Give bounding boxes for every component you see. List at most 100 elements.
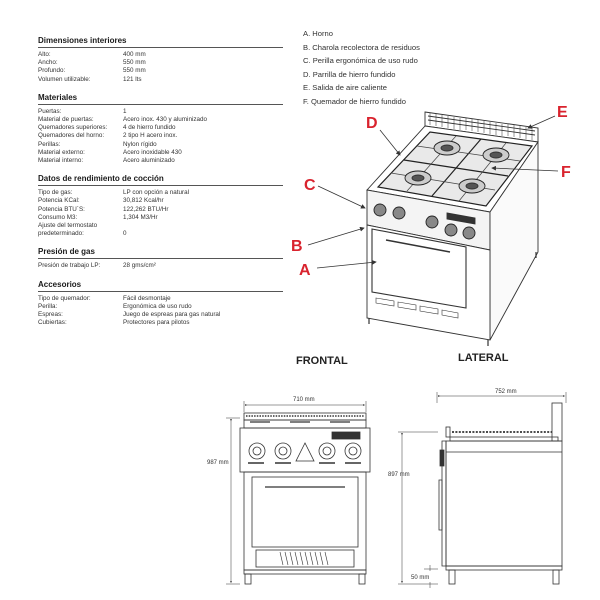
control-knobs — [373, 203, 476, 240]
side-view-drawing — [398, 392, 567, 588]
legend-item: D. Parrilla de hierro fundido — [303, 69, 396, 79]
dim-side-depth: 752 mm — [495, 389, 517, 395]
knob-icon — [462, 226, 476, 240]
spec-row: Quemadores superiores: 4 de hierro fundid… — [38, 124, 283, 132]
spec-key: Potencia KCal: — [38, 197, 80, 205]
spec-key: Perilla: — [38, 302, 58, 310]
spec-row: Volumen utilizable: 121 lts — [38, 76, 283, 84]
view-title-front: FRONTAL — [296, 355, 348, 367]
spec-key: Cubiertas: — [38, 319, 67, 327]
spec-row: Consumo M3:1,304 M3/Hr — [38, 214, 283, 222]
spec-value: Fácil desmontaje — [123, 294, 171, 302]
spec-section-performance: Datos de rendimiento de cocción Tipo de … — [38, 174, 283, 238]
spec-key: Volumen utilizable: — [38, 75, 91, 83]
spec-row: Puertas: 1 — [38, 108, 283, 116]
spec-sheet: Dimensiones interiores Alto:400 mm Ancho… — [38, 36, 283, 336]
knob-icon — [248, 442, 266, 460]
callout-label-b: B — [291, 238, 303, 255]
callout-label-f: F — [561, 164, 571, 181]
spec-section-gas-pressure: Presión de gas Presión de trabajo LP:28 … — [38, 247, 283, 270]
callout-label-c: C — [304, 177, 316, 194]
spec-key: Alto: — [38, 51, 51, 58]
spec-value: 2 tipo H acero inox. — [123, 132, 178, 140]
spec-key: Material externo: — [38, 148, 85, 156]
spec-row: Alto: 400 mm — [38, 51, 283, 59]
spec-key: Espreas: — [38, 311, 63, 319]
spec-row: Ajuste del termostato predeterminado: 0 — [38, 222, 283, 238]
spec-value: Acero aluminizado — [123, 157, 175, 165]
section-title: Accesorios — [38, 280, 283, 292]
dim-side-leg: 50 mm — [411, 575, 429, 581]
knob-icon — [318, 442, 336, 460]
spec-row: Potencia KCal: 30,812 Kcal/hr — [38, 197, 283, 205]
spec-value: Ergonómica de uso rudo — [123, 302, 192, 310]
spec-row: Tipo de gas: LP con opción a natural — [38, 189, 283, 197]
spec-row: Material externo: Acero inoxidable 430 — [38, 149, 283, 157]
spec-row: Cubiertas: Protectores para pilotos — [38, 319, 283, 327]
section-title: Datos de rendimiento de cocción — [38, 174, 283, 187]
spec-section-accessories: Accesorios Tipo de quemador: Fácil desmon… — [38, 280, 283, 328]
knob-icon — [392, 206, 406, 220]
spec-value: 121 lts — [123, 75, 142, 83]
spec-key: Material de puertas: — [38, 116, 94, 124]
spec-value: 0 — [123, 230, 127, 238]
spec-value: 400 mm — [123, 51, 146, 58]
spec-value: Juego de espreas para gas natural — [123, 311, 221, 319]
spec-value: 1 — [123, 107, 127, 115]
legend-item: E. Salida de aire caliente — [303, 83, 388, 93]
legend-item: F. Quemador de hierro fundido — [303, 96, 406, 106]
spec-key: Potencia BTU´S: — [38, 205, 85, 213]
spec-section-interior: Dimensiones interiores Alto:400 mm Ancho… — [38, 36, 283, 84]
spec-key: Presión de trabajo LP: — [38, 262, 101, 270]
spec-value: 4 de hierro fundido — [123, 124, 176, 132]
spec-key: Tipo de quemador: — [38, 294, 91, 302]
spec-row: Profundo: 550 mm — [38, 67, 283, 75]
spec-value: 30,812 Kcal/hr — [123, 197, 164, 205]
spec-value: 550 mm — [123, 67, 146, 75]
front-view-drawing — [226, 401, 371, 585]
parts-legend: A. Horno B. Charola recolectora de resid… — [303, 27, 420, 109]
spec-value: LP con opción a natural — [123, 189, 190, 197]
spec-key: Profundo: — [38, 67, 66, 75]
spec-key: Ancho: — [38, 59, 58, 67]
spec-row: Presión de trabajo LP:28 gms/cm² — [38, 262, 283, 270]
spec-key: Quemadores superiores: — [38, 124, 108, 132]
spec-key: Quemadores del horno: — [38, 132, 105, 140]
knob-icon — [344, 442, 362, 460]
spec-row: Perillas: Nylon rígido — [38, 141, 283, 149]
spec-value: Acero inoxidable 430 — [123, 148, 182, 156]
knob-icon — [274, 442, 292, 460]
legend-item: C. Perilla ergonómica de uso rudo — [303, 56, 418, 66]
legend-item: B. Charola recolectora de residuos — [303, 42, 420, 52]
dim-front-height: 987 mm — [207, 460, 229, 466]
legend-item: A. Horno — [303, 29, 333, 38]
spec-value: Acero inox. 430 y aluminizado — [123, 116, 208, 124]
spec-row: Quemadores del horno: 2 tipo H acero inox… — [38, 132, 283, 140]
section-title: Materiales — [38, 93, 283, 105]
spec-key: Puertas: — [38, 107, 62, 115]
view-title-side: LATERAL — [458, 352, 509, 364]
stove-illustration — [366, 111, 539, 346]
spec-value: Nylon rígido — [123, 140, 157, 148]
oven-handle — [385, 239, 451, 253]
callout-label-e: E — [557, 104, 568, 121]
spec-key: Material interno: — [38, 157, 84, 165]
knob-icon — [444, 223, 458, 237]
spec-row: Potencia BTU´S: 122,262 BTU/Hr — [38, 206, 283, 214]
section-title: Presión de gas — [38, 247, 283, 260]
knob-icon — [425, 215, 439, 229]
callout-label-d: D — [366, 115, 378, 132]
spec-row: Espreas: Juego de espreas para gas natura… — [38, 311, 283, 319]
knob-icon — [373, 203, 387, 217]
oven-door — [371, 228, 467, 309]
spec-key: Tipo de gas: — [38, 189, 73, 197]
spec-key: Ajuste del termostato predeterminado: — [38, 222, 98, 238]
dim-side-height: 897 mm — [388, 472, 410, 478]
spec-row: Material interno: Acero aluminizado — [38, 157, 283, 165]
spec-value: Protectores para pilotos — [123, 319, 190, 327]
spec-value: 550 mm — [123, 59, 146, 67]
spec-key: Perillas: — [38, 140, 61, 148]
spec-value: 122,262 BTU/Hr — [123, 205, 169, 213]
spec-section-materials: Materiales Puertas: 1 Material de puertas… — [38, 93, 283, 165]
